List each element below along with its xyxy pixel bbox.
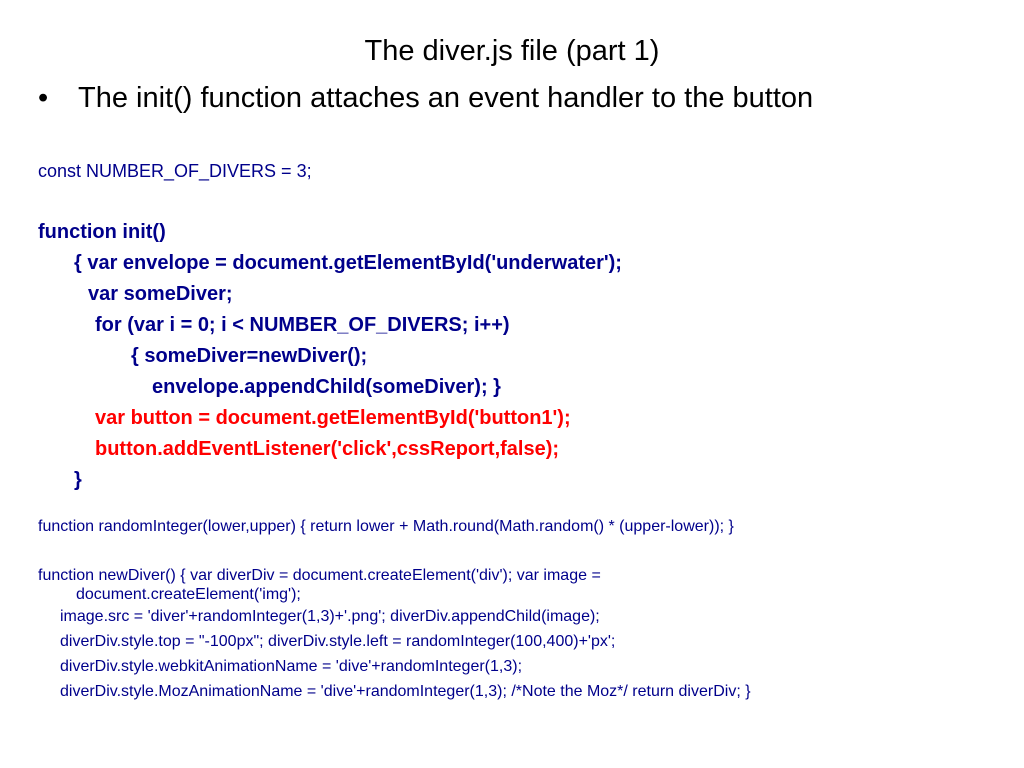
- code-line-image-src: image.src = 'diver'+randomInteger(1,3)+'…: [60, 608, 600, 625]
- bullet-text: The init() function attaches an event ha…: [78, 82, 814, 114]
- slide-title: The diver.js file (part 1): [364, 35, 660, 67]
- bullet-point: • The init() function attaches an event h…: [38, 80, 813, 116]
- code-line-newdiver-def: function newDiver() { var diverDiv = doc…: [38, 567, 601, 584]
- code-line-newdiver-call: { someDiver=newDiver();: [131, 345, 368, 367]
- code-line-envelope: { var envelope = document.getElementById…: [74, 252, 622, 274]
- code-line-for-loop: for (var i = 0; i < NUMBER_OF_DIVERS; i+…: [95, 314, 510, 336]
- code-line-closing-brace: }: [74, 469, 82, 491]
- code-line-webkit-animation: diverDiv.style.webkitAnimationName = 'di…: [60, 658, 523, 675]
- code-line-appendchild: envelope.appendChild(someDiver); }: [152, 376, 501, 398]
- code-line-randominteger: function randomInteger(lower,upper) { re…: [38, 518, 734, 535]
- code-line-somediver: var someDiver;: [88, 283, 233, 305]
- code-line-createelement-img: document.createElement('img');: [76, 586, 301, 603]
- code-line-style-top-left: diverDiv.style.top = "-100px"; diverDiv.…: [60, 633, 616, 650]
- bullet-marker: •: [38, 82, 49, 114]
- code-line-const: const NUMBER_OF_DIVERS = 3;: [38, 161, 312, 181]
- code-line-button-getelement: var button = document.getElementById('bu…: [95, 407, 571, 429]
- code-line-addeventlistener: button.addEventListener('click',cssRepor…: [95, 438, 560, 460]
- code-line-moz-animation: diverDiv.style.MozAnimationName = 'dive'…: [60, 683, 751, 700]
- code-line-function-init: function init(): [38, 221, 166, 243]
